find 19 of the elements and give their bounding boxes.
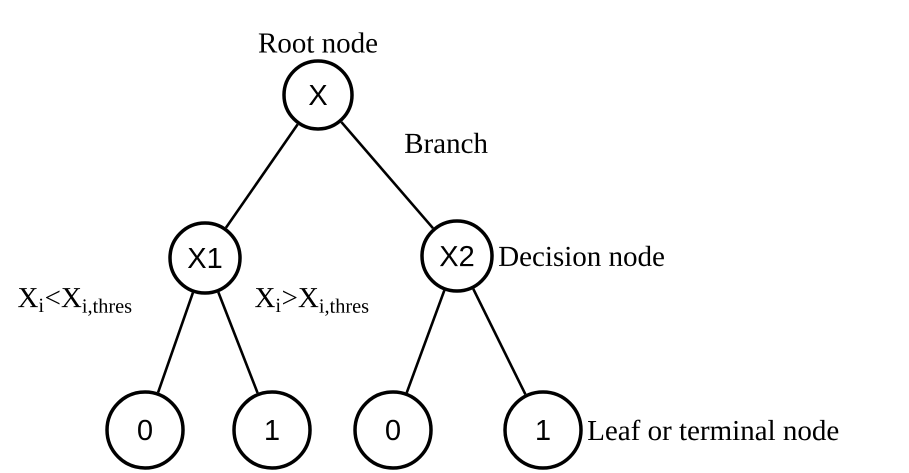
tree-node: 0 <box>353 390 433 470</box>
tree-node: X2 <box>420 219 494 293</box>
tree-node: X <box>282 59 354 131</box>
branch-line <box>406 290 446 394</box>
edge-label: X$_{i}$<X$_{i,thres}$ <box>16 287 134 317</box>
node-caption: Root node <box>258 32 378 53</box>
tree-node: 0 <box>105 390 185 470</box>
tree-node: 1 <box>503 390 583 470</box>
branch-line <box>472 288 527 395</box>
tree-node: X1 <box>168 221 242 295</box>
branch-line <box>340 121 434 230</box>
edge-label: Branch <box>403 132 489 154</box>
node-caption: Decision node <box>499 246 664 266</box>
edge-label: X$_{i}$>X$_{i,thres}$ <box>253 287 371 317</box>
tree-node: 1 <box>232 390 312 470</box>
branch-line <box>217 292 259 394</box>
node-caption: Leaf or terminal node <box>588 420 838 440</box>
branch-line <box>156 292 194 393</box>
branch-line <box>224 124 299 229</box>
